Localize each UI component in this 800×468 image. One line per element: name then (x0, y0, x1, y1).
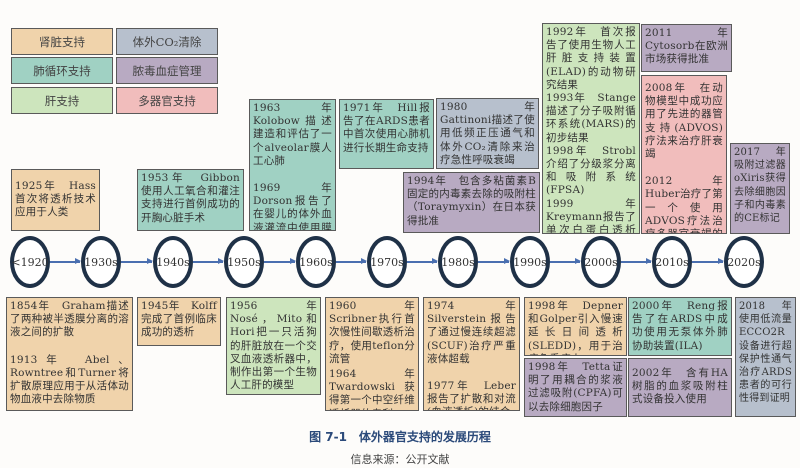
legend-kidney-support: 肾脏支持 (11, 28, 113, 55)
event-text: 2012年 Huber治疗了第一个使用ADVOS疗法治疗多器官衰竭的人类病人 (645, 175, 726, 233)
event-box-depner: 1998年 Depner和Golper引入慢速延长日间透析(SLEDD)，用于治… (524, 297, 627, 356)
event-text: 1998年 Strobl介绍了分级浆分离和吸附系统(FPSA) (546, 144, 636, 197)
arrow-connector (478, 258, 510, 264)
event-text: 2011年 Cytosorb在欧洲市场获得批准 (645, 27, 731, 66)
timeline-node: 1960s (296, 236, 336, 288)
event-text: 1913年 Abel、Rowntree和Turner将扩散原理应用于从活体动物血… (10, 353, 129, 406)
event-text: 2008年 在动物模型中成功应用了先进的器管支持(ADVOS)疗法来治疗肝衰竭 (645, 82, 723, 161)
timeline-node: 1950s (224, 236, 264, 288)
event-text: 1980年 Gattinoni描述了使用低频正压通气和体外CO₂清除来治疗急性呼… (440, 101, 538, 166)
legend-multi-organ-support: 多器官支持 (116, 87, 218, 114)
event-box-reng: 2000年 Reng报告了在ARDS中成功使用无泵体外肺协助装置(ILA) (628, 297, 732, 356)
event-box-ecco2r: 2018年 使用低流量ECCO2R设备进行超保护性通气治疗ARDS患者的可行性得… (735, 297, 796, 417)
event-box-cytosorb: 2011年 Cytosorb在欧洲市场获得批准 (641, 24, 732, 72)
arrow-connector (692, 258, 724, 264)
event-text: 1956年 Nosé，Mito和Hori把一只活狗的肝脏放在一个交叉血液透析器中… (230, 300, 320, 392)
event-box-toraymyxin: 1994年 包含多粘菌素B固定的内毒素去除的吸附柱（Toraymyxin）在日本… (403, 172, 540, 233)
event-text: 1960年 Scribner执行首次慢性间歇透析治疗，使用teflon分流管 (329, 300, 418, 365)
event-box-liver-devices: 1992年 首次报告了使用生物人工肝脏支持装置(ELAD)的动物研究结果 199… (542, 23, 640, 234)
event-text: 2017年 吸附过滤器oXiris获得去除细胞因子和内毒素的CE标记 (734, 147, 789, 225)
event-text: 2002年 含有HA树脂的血浆吸附柱式设备投入使用 (632, 367, 728, 406)
figure-caption: 图 7-1 体外器官支持的发展历程 (309, 430, 491, 444)
event-text: 1992年 首次报告了使用生物人工肝脏支持装置(ELAD)的动物研究结果 (546, 26, 636, 91)
timeline-node: 2020s (724, 236, 764, 288)
event-text: 2018年 使用低流量ECCO2R设备进行超保护性通气治疗ARDS患者的可行性得… (739, 301, 795, 405)
event-text: 1953年 Gibbon使用人工氧合和灌注支持进行首例成功的开胸心脏手术 (141, 172, 240, 224)
event-text: 1925年 Hass首次将透析技术应用于人类 (15, 180, 96, 219)
event-text: 1998年 Tetta证明了用耦合的浆液过滤吸附(CPFA)可以去除细胞因子 (528, 361, 623, 413)
event-text: 1963年 Kolobow描述建造和评估了一个alveolar膜人工心肺 (253, 102, 335, 167)
event-text: 1999年 Kreymann报告了单次白蛋白透析(SPAD)的首例成功病例 (546, 197, 639, 234)
event-text: 1994年 包含多粘菌素B固定的内毒素去除的吸附柱（Toraymyxin）在日本… (407, 175, 536, 227)
timeline-node: 1980s (438, 236, 478, 288)
event-text: 1971年 Hill报告了在ARDS患者中首次使用心肺机进行长期生命支持 (343, 102, 430, 154)
event-box-hill: 1971年 Hill报告了在ARDS患者中首次使用心肺机进行长期生命支持 (339, 99, 434, 169)
event-text: 2000年 Reng报告了在ARDS中成功使用无泵体外肺协助装置(ILA) (632, 300, 728, 352)
event-box-silverstein-leber: 1974年 Silverstein报告了通过慢连续超滤(SCUF)治疗严重液体超… (423, 297, 520, 411)
legend-liver-support: 肝支持 (11, 87, 113, 114)
event-text: 1998年 Depner和Golper引入慢速延长日间透析(SLEDD)，用于治… (528, 300, 623, 355)
legend-lung-support: 肺循环支持 (11, 57, 113, 84)
event-box-ha: 2002年 含有HA树脂的血浆吸附柱式设备投入使用 (628, 358, 732, 417)
legend-co2-removal: 体外CO₂清除 (116, 28, 218, 55)
event-box-kolobow-dorson: 1963年 Kolobow描述建造和评估了一个alveolar膜人工心肺 1969… (249, 99, 336, 231)
timeline-node: 2000s (581, 236, 621, 288)
event-box-nose: 1956年 Nosé，Mito和Hori把一只活狗的肝脏放在一个交叉血液透析器中… (226, 297, 321, 395)
timeline-node: <1920 (10, 236, 50, 288)
arrow-connector (121, 258, 153, 264)
arrow-connector (264, 258, 296, 264)
arrow-connector (621, 258, 652, 264)
event-box-advos: 2008年 在动物模型中成功应用了先进的器管支持(ADVOS)疗法来治疗肝衰竭 2… (641, 75, 727, 234)
event-text: 1974年 Silverstein报告了通过慢连续超滤(SCUF)治疗严重液体超… (427, 300, 519, 365)
timeline-node: 1990s (510, 236, 550, 288)
legend-sepsis-management: 脓毒血症管理 (116, 57, 218, 84)
timeline-node: 1970s (367, 236, 407, 288)
event-text: 1945年 Kolff完成了首例临床成功的透析 (141, 300, 217, 339)
arrow-connector (336, 258, 367, 264)
event-box-oxiris: 2017年 吸附过滤器oXiris获得去除细胞因子和内毒素的CE标记 (730, 143, 790, 234)
event-text: 1969年 Dorson报告了在婴儿的体外血液灌流中使用膜式氧合器 (253, 182, 335, 231)
event-box-kolff: 1945年 Kolff完成了首例临床成功的透析 (137, 297, 221, 346)
event-box-gibbon: 1953年 Gibbon使用人工氧合和灌注支持进行首例成功的开胸心脏手术 (137, 169, 244, 231)
arrow-connector (550, 258, 581, 264)
event-text: 1977年 Leber报告了扩散和对流(血液透析)的结合 (427, 380, 516, 410)
event-box-hass: 1925年 Hass首次将透析技术应用于人类 (11, 169, 100, 231)
event-box-gattinoni: 1980年 Gattinoni描述了使用低频正压通气和体外CO₂清除来治疗急性呼… (436, 98, 539, 169)
arrow-connector (193, 258, 224, 264)
timeline-node: 1940s (153, 236, 193, 288)
figure-source: 信息来源：公开文献 (350, 453, 450, 466)
timeline-node: 2010s (652, 236, 692, 288)
event-box-tetta: 1998年 Tetta证明了用耦合的浆液过滤吸附(CPFA)可以去除细胞因子 (524, 358, 627, 417)
arrow-connector (50, 258, 81, 264)
event-text: 1964年 Twardowski获得第一个中空纤维透析器的专利 (329, 368, 418, 410)
event-box-graham-abel: 1854年 Graham描述了两种被半透膜分离的溶液之间的扩散 1913年 Abe… (6, 297, 133, 411)
arrow-connector (407, 258, 438, 264)
event-text: 1854年 Graham描述了两种被半透膜分离的溶液之间的扩散 (10, 300, 129, 339)
event-text: 1993年 Stange描述了分子吸附循环系统(MARS)的初步结果 (546, 92, 636, 144)
timeline-node: 1930s (81, 236, 121, 288)
